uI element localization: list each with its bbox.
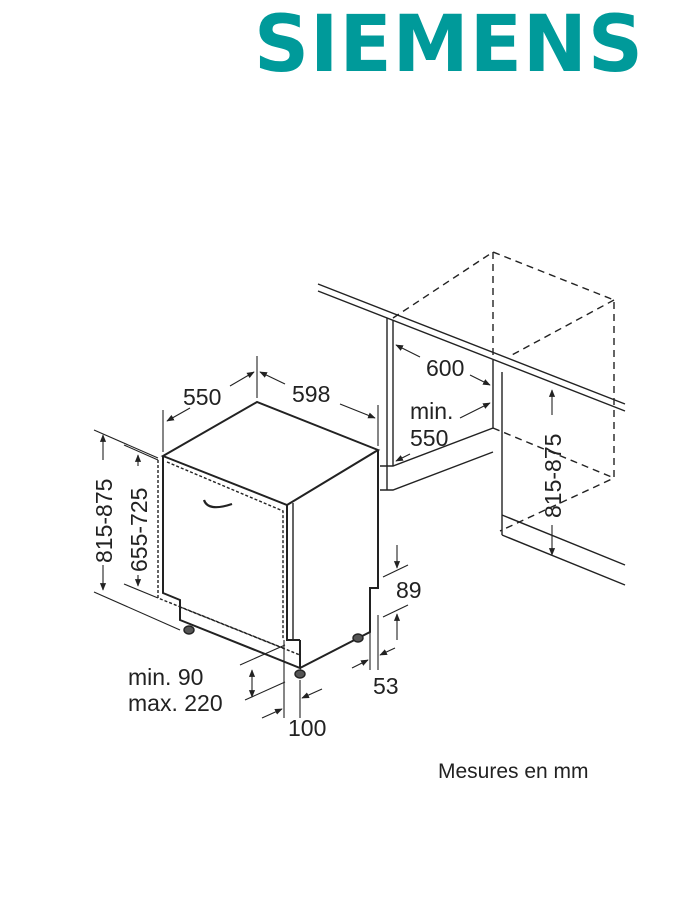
niche-depth-label-2: 550 <box>410 425 448 451</box>
plinth-recess-label: 89 <box>396 577 422 603</box>
depth-label: 550 <box>183 384 221 410</box>
plinth-min-label: min. 90 <box>128 664 203 690</box>
dishwasher-body <box>157 400 381 679</box>
niche-width-label: 600 <box>426 355 464 381</box>
foot-icon <box>183 625 195 635</box>
cabinet-niche <box>317 251 626 586</box>
niche-height-label: 815-875 <box>540 434 566 518</box>
width-label: 598 <box>292 381 330 407</box>
door-handle-icon <box>202 499 233 509</box>
foot-icon <box>294 669 306 679</box>
foot-height-label: 53 <box>373 673 399 699</box>
plinth-max-label: max. 220 <box>128 690 223 716</box>
door-height-label: 655-725 <box>126 488 152 572</box>
foot-icon <box>352 633 364 643</box>
niche-depth-label-1: min. <box>410 398 453 424</box>
appliance-height-label: 815-875 <box>91 479 117 563</box>
units-note: Mesures en mm <box>438 760 589 783</box>
dimension-lines <box>93 344 556 719</box>
plinth-depth-label: 100 <box>288 715 326 741</box>
siemens-logo: SIEMENS <box>254 0 644 90</box>
